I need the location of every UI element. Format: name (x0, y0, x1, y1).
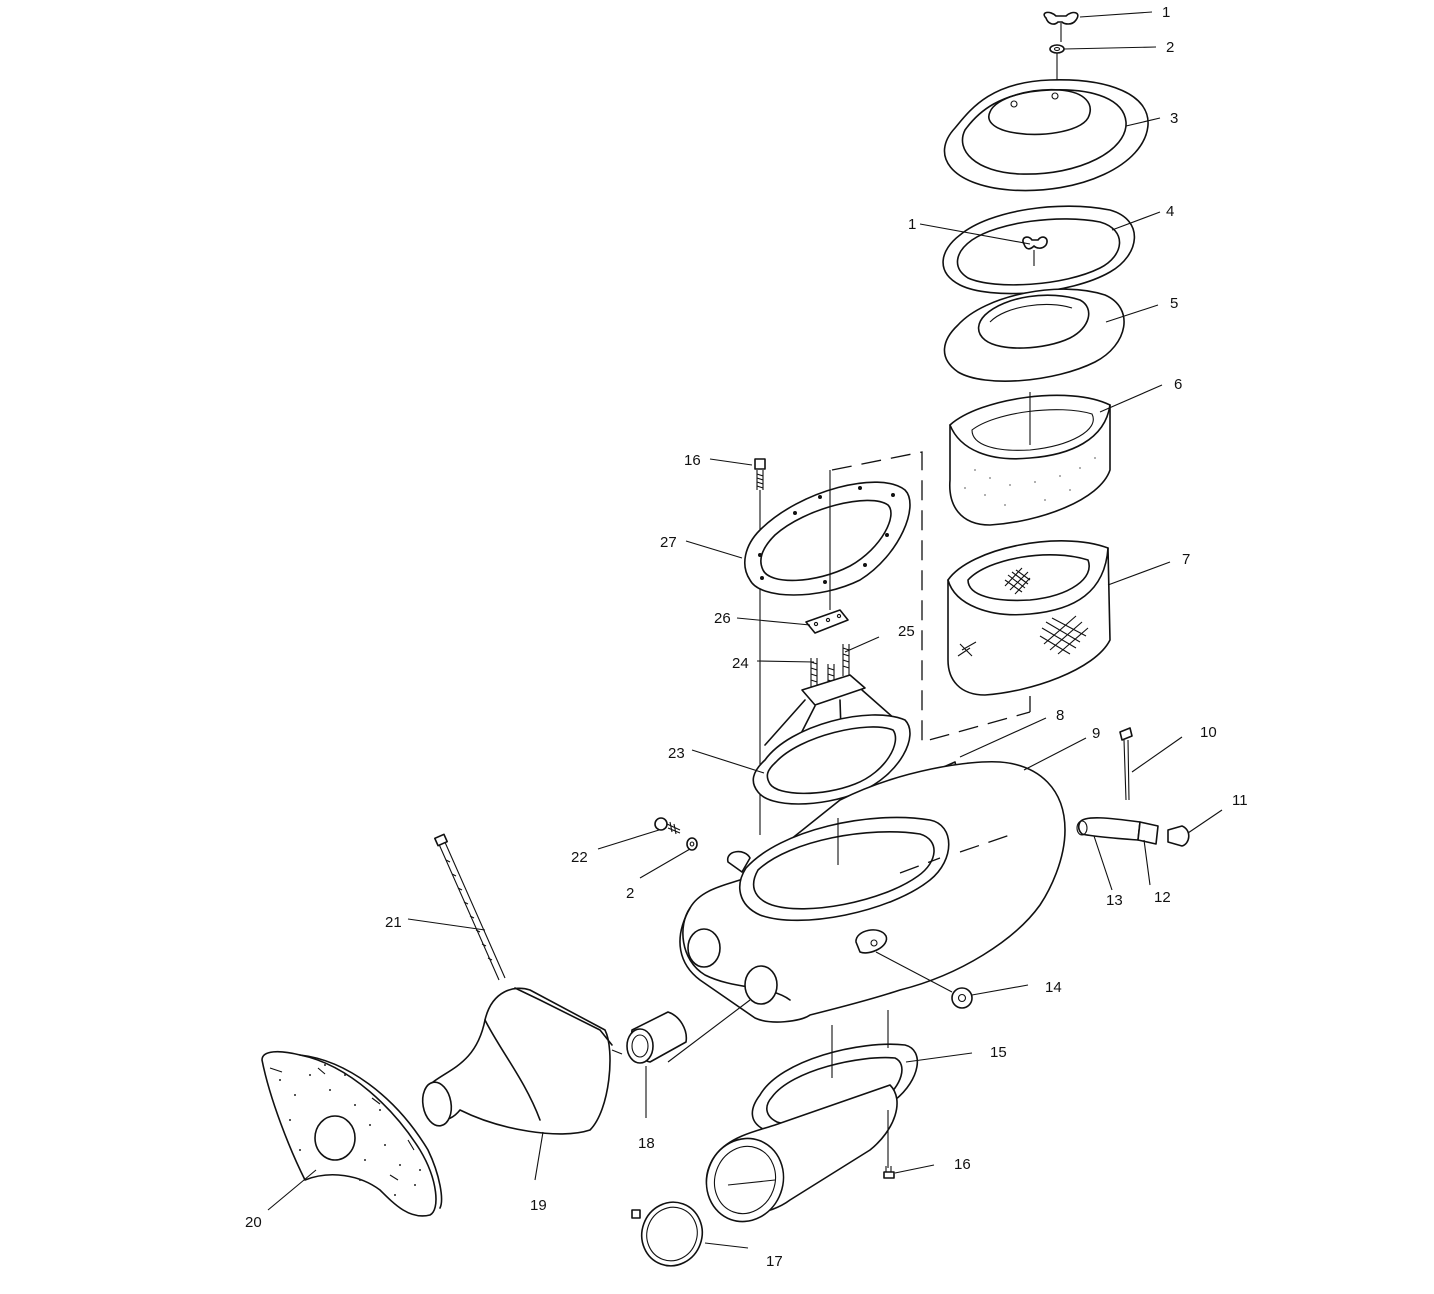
hose-clamp-17 (631, 1201, 704, 1267)
callout-2-lower: 2 (626, 885, 634, 902)
callout-19: 19 (530, 1197, 547, 1214)
callout-12: 12 (1154, 889, 1171, 906)
threaded-rod (434, 833, 506, 981)
callout-23: 23 (668, 745, 685, 762)
callout-21: 21 (385, 914, 402, 931)
filter-cover (943, 288, 1125, 382)
flange-gasket (744, 470, 911, 610)
drain-hose (1076, 817, 1159, 845)
intake-funnel (421, 987, 613, 1135)
callout-2-top: 2 (1166, 39, 1174, 56)
callout-10: 10 (1200, 724, 1217, 741)
callout-16-upper: 16 (684, 452, 701, 469)
callout-1-top: 1 (1162, 4, 1170, 21)
callout-25: 25 (898, 623, 915, 640)
foam-silencer (261, 1050, 443, 1217)
callout-24: 24 (732, 655, 749, 672)
callout-17: 17 (766, 1253, 783, 1270)
callout-6: 6 (1174, 376, 1182, 393)
callout-16-lower: 16 (954, 1156, 971, 1173)
bolt-16-lower (883, 1110, 895, 1179)
bolt-22 (654, 817, 681, 835)
clamp-plate (942, 205, 1136, 308)
drain-plug (1167, 825, 1190, 847)
callout-18: 18 (638, 1135, 655, 1152)
callout-15: 15 (990, 1044, 1007, 1061)
callout-27: 27 (660, 534, 677, 551)
callout-11: 11 (1232, 792, 1248, 809)
callout-26: 26 (714, 610, 731, 627)
pre-filter (949, 392, 1111, 526)
callout-4: 4 (1166, 203, 1174, 220)
callout-14: 14 (1045, 979, 1062, 996)
alignment-guide (831, 451, 1031, 743)
air-box-cover (943, 79, 1149, 192)
callout-7: 7 (1182, 551, 1190, 568)
leader-lines (267, 11, 1223, 1249)
callout-1-mid: 1 (908, 216, 916, 233)
air-filter-element (947, 540, 1111, 696)
air-box-body (679, 760, 1066, 1023)
callout-8: 8 (1056, 707, 1064, 724)
intake-boot (626, 1011, 688, 1064)
callout-22: 22 (571, 849, 588, 866)
hose-clamp-10 (1119, 727, 1133, 801)
callout-5: 5 (1170, 295, 1178, 312)
callout-labels: 1 2 3 1 4 5 6 7 16 27 26 25 24 8 9 10 11… (245, 4, 1248, 1270)
wing-nut-top (1043, 11, 1079, 42)
grommet (875, 951, 973, 1009)
filter-cage (752, 674, 911, 805)
washer-2-lower (686, 837, 698, 851)
callout-3: 3 (1170, 110, 1178, 127)
bracket-plate (805, 609, 849, 634)
callout-20: 20 (245, 1214, 262, 1231)
callout-13: 13 (1106, 892, 1123, 909)
callout-9: 9 (1092, 725, 1100, 742)
stud-bolts (810, 644, 850, 694)
